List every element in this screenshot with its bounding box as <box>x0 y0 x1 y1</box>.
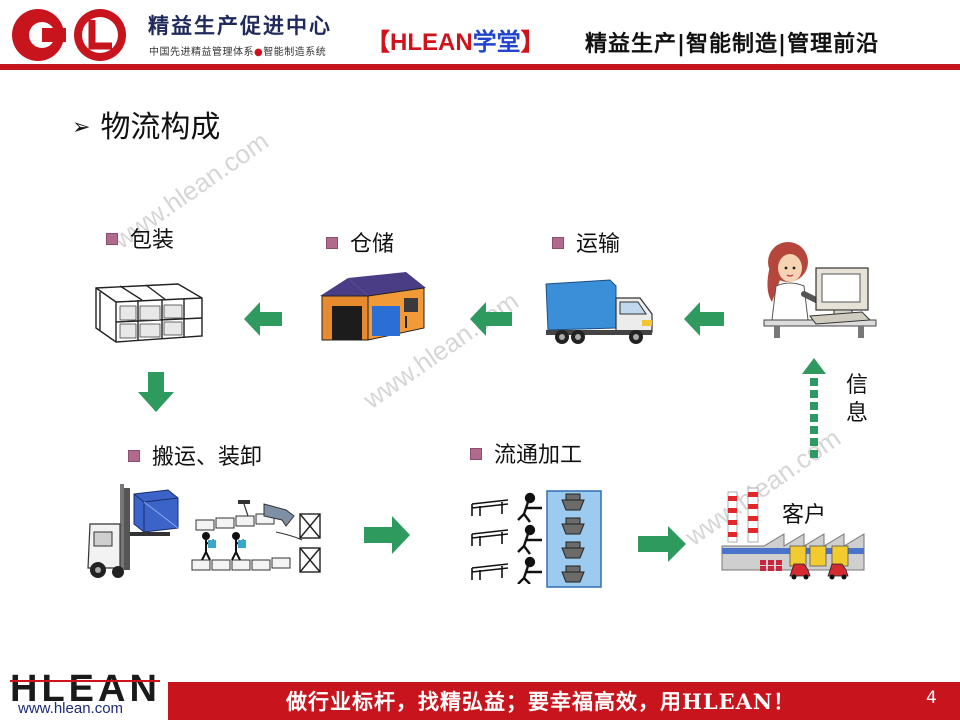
workers-bench-icon <box>471 492 542 584</box>
label-transport: 运输 <box>552 226 620 258</box>
title-arrow-icon: ➢ <box>72 115 91 140</box>
slide-title: ➢ 物流构成 <box>72 102 220 146</box>
header-divider <box>0 64 960 70</box>
dashed-arrow-up-icon <box>802 358 826 458</box>
org-sub-left: 中国先进精益管理体系 <box>149 47 254 58</box>
brand-title: 【HLEAN学堂】 <box>366 22 545 57</box>
bullet-icon <box>552 237 564 249</box>
arrow-left-icon <box>684 302 724 336</box>
label-processing: 流通加工 <box>470 437 582 469</box>
org-name: 精益生产促进中心 <box>148 14 332 38</box>
package-crate-icon <box>95 283 203 343</box>
footer-bar <box>168 682 960 720</box>
label-handling: 搬运、装卸 <box>128 439 262 471</box>
bracket-open: 【 <box>366 28 390 56</box>
arrow-right-icon <box>638 526 686 562</box>
arrow-down-icon <box>138 372 174 412</box>
arrow-left-icon <box>470 302 512 336</box>
warehouse-icon <box>320 272 426 341</box>
footer-slogan: 做行业标杆，找精弘益；要幸福高效，用HLEAN！ <box>286 689 796 714</box>
label-text: 仓储 <box>350 232 395 257</box>
footer-url: www.hlean.com <box>18 700 124 717</box>
arrow-right-icon <box>364 516 410 554</box>
footer-logo: HLEAN <box>10 668 161 710</box>
label-text: 包装 <box>130 228 175 253</box>
header-tagline: 精益生产|智能制造|管理前沿 <box>585 32 880 57</box>
label-packaging: 包装 <box>106 222 174 254</box>
slide-title-text: 物流构成 <box>100 110 221 145</box>
customer-factory-icon <box>721 487 865 580</box>
arrow-left-icon <box>244 302 282 336</box>
truck-icon <box>545 279 653 344</box>
bullet-icon <box>470 448 482 460</box>
label-text: 搬运、装卸 <box>152 445 263 470</box>
label-information: 信息 <box>845 373 868 426</box>
operator-computer-icon <box>763 242 877 338</box>
org-sub-right: 智能制造系统 <box>263 47 327 58</box>
bullet-icon <box>128 450 140 462</box>
brand-name: HLEAN <box>390 29 473 56</box>
label-text: 流通加工 <box>494 443 583 468</box>
bracket-close: 】 <box>520 28 545 56</box>
org-sub-dot: ● <box>254 47 264 58</box>
label-customer: 客户 <box>782 503 827 528</box>
page-number: 4 <box>926 688 937 708</box>
label-storage: 仓储 <box>326 226 394 258</box>
slide-header: 精益生产促进中心 中国先进精益管理体系●智能制造系统 【HLEAN学堂】 精益生… <box>0 0 960 72</box>
org-subtitle: 中国先进精益管理体系●智能制造系统 <box>149 43 326 58</box>
brand-name-cn: 学堂 <box>472 28 521 56</box>
processing-line-icon <box>546 490 602 588</box>
footer-logo-underline <box>10 680 160 682</box>
bullet-icon <box>106 233 118 245</box>
forklift-icon <box>87 484 179 578</box>
label-text: 运输 <box>576 232 621 257</box>
bullet-icon <box>326 237 338 249</box>
company-logo-icon <box>12 9 126 61</box>
loading-dock-icon <box>191 500 321 573</box>
